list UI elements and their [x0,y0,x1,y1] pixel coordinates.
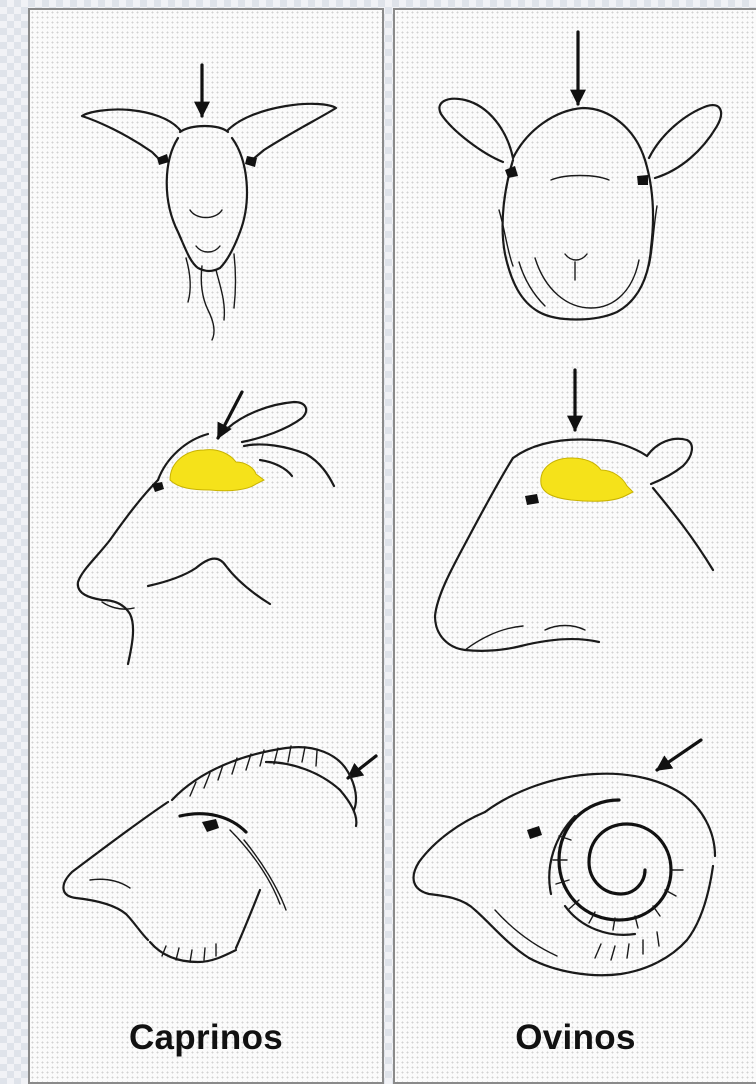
diagonal-arrow-icon [348,756,376,778]
goat-column: Caprinos [28,8,384,1084]
diagonal-arrow-icon [657,740,701,770]
sheep-column-label: Ovinos [395,1018,756,1058]
goat-drawings [30,10,386,1010]
sheep-brain [541,458,633,501]
goat-column-label: Caprinos [30,1018,382,1058]
sheep-column: Ovinos [393,8,756,1084]
sheep-side-view [435,370,713,651]
goat-side-view [78,392,334,664]
sheep-drawings [395,10,756,1010]
goat-front-view [82,65,336,340]
sheep-horned-view [414,740,715,975]
goat-horned-view [63,746,376,962]
diagonal-arrow-icon [218,392,242,438]
sheep-front-view [439,32,721,320]
goat-brain [170,450,264,491]
